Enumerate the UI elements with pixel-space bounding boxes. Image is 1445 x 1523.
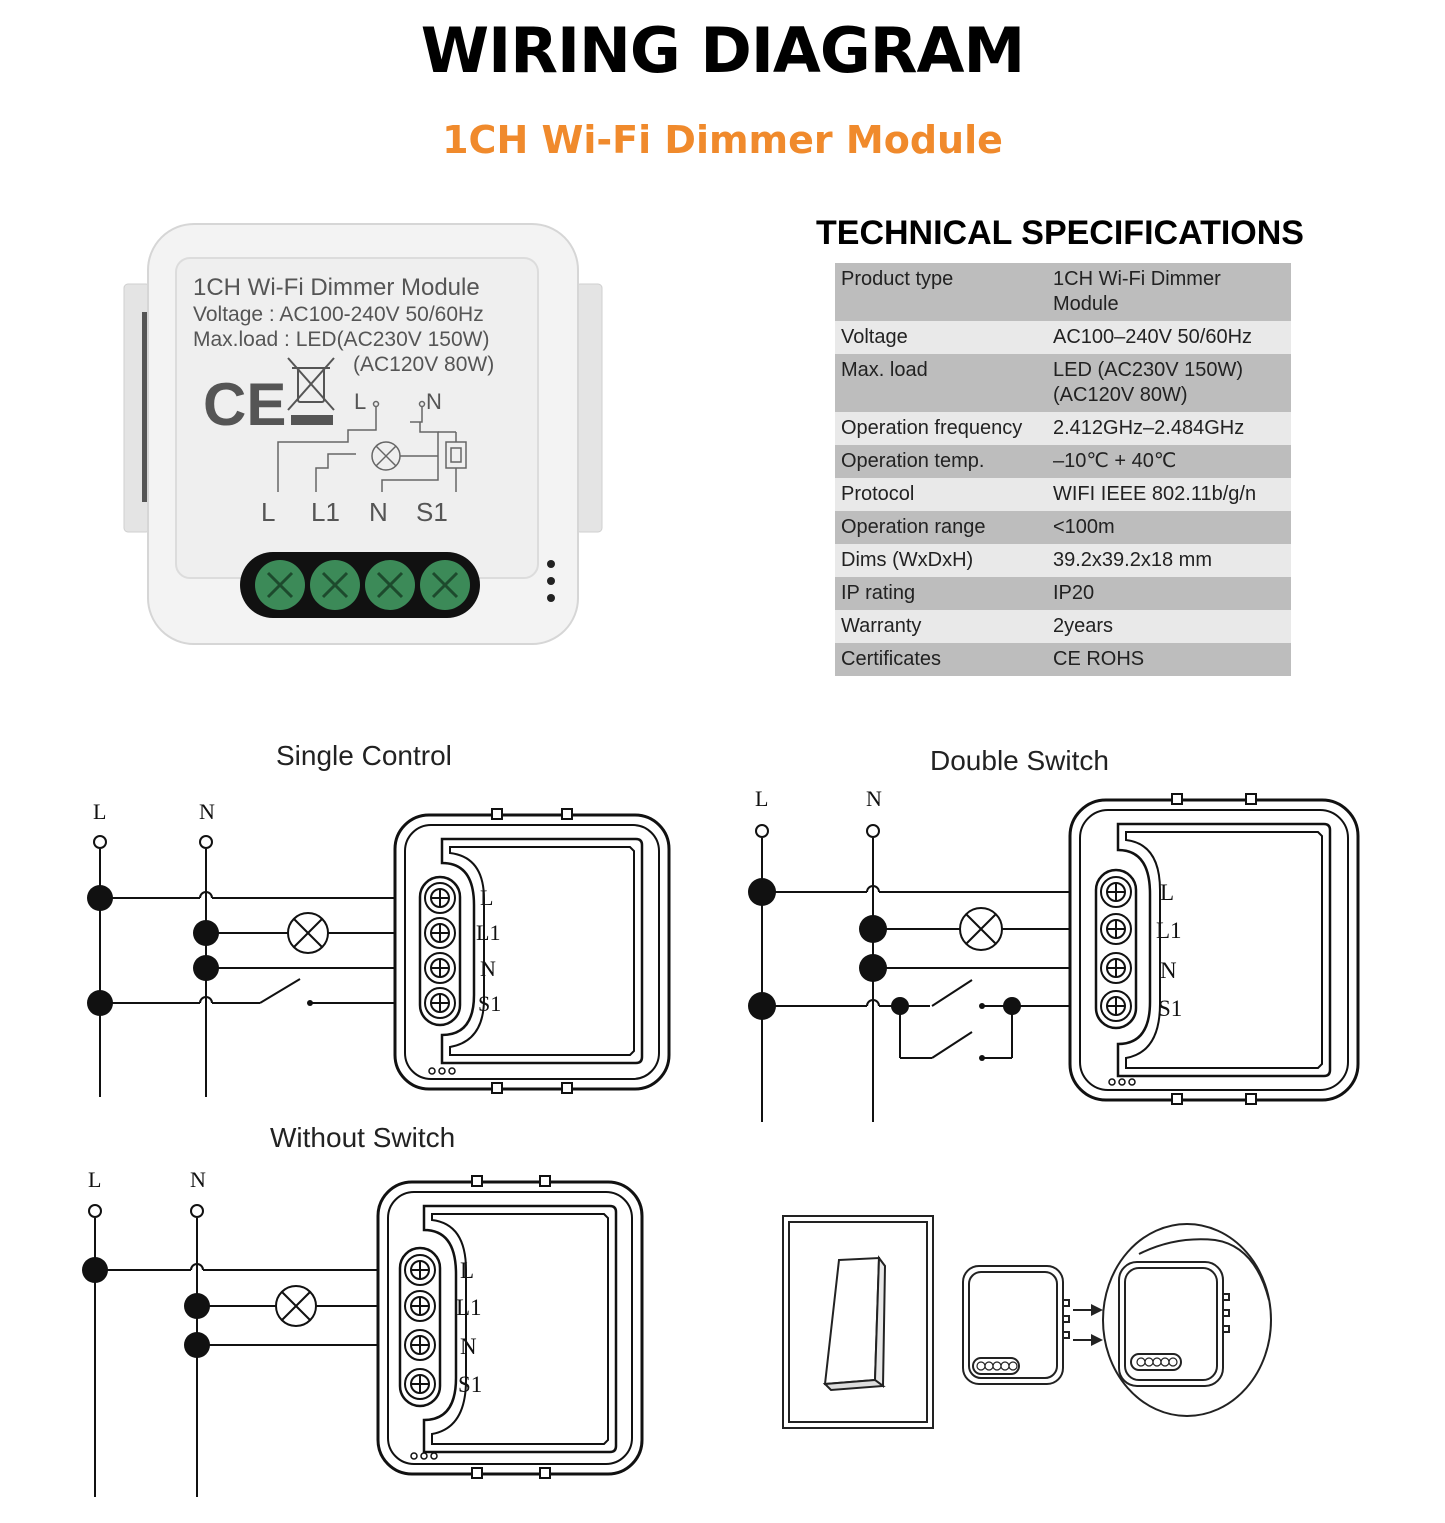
spec-value: WIFI IEEE 802.11b/g/n <box>1047 478 1291 511</box>
line-label-N: N <box>190 1167 206 1192</box>
without-switch-diagram: L N L L1 N S1 <box>82 1167 644 1497</box>
single-control-title: Single Control <box>276 740 452 771</box>
spec-key: Operation temp. <box>835 445 1047 478</box>
spec-value: LED (AC230V 150W) (AC120V 80W) <box>1047 354 1291 412</box>
product-module-illustration: 1CH Wi-Fi Dimmer Module Voltage : AC100-… <box>123 223 603 645</box>
label-line-4: (AC120V 80W) <box>353 353 494 376</box>
terminal-label-L: L <box>480 885 493 910</box>
terminal-label-L: L <box>261 497 275 527</box>
without-switch-title: Without Switch <box>270 1122 456 1153</box>
spec-row: Dims (WxDxH)39.2x39.2x18 mm <box>835 544 1291 577</box>
spec-key: IP rating <box>835 577 1047 610</box>
terminal-label-N: N <box>460 1334 477 1359</box>
junction-dots <box>748 878 1021 1020</box>
terminal-label-S1: S1 <box>416 497 448 527</box>
line-label-L: L <box>88 1167 101 1192</box>
crossed-bin-icon <box>287 357 335 425</box>
label-line-3: Max.load : LED(AC230V 150W) <box>193 328 489 351</box>
single-control-diagram: L N L L1 N S1 <box>87 799 671 1097</box>
spec-key: Protocol <box>835 478 1047 511</box>
label-line-1: 1CH Wi-Fi Dimmer Module <box>193 274 480 301</box>
page-title: WIRING DIAGRAM <box>420 14 1025 87</box>
spec-value: IP20 <box>1047 577 1291 610</box>
led-dots <box>547 560 555 602</box>
spec-value: 2.412GHz–2.484GHz <box>1047 412 1291 445</box>
line-label-L: L <box>93 799 106 824</box>
spec-key: Operation frequency <box>835 412 1047 445</box>
lamp-icon <box>275 1285 317 1327</box>
terminal-label-N: N <box>480 956 496 981</box>
junction-dots <box>87 885 219 1016</box>
terminal-label-L1: L1 <box>476 920 500 945</box>
line-label-N: N <box>199 799 215 824</box>
terminal-screws <box>255 560 470 610</box>
mini-label-N: N <box>426 389 442 414</box>
spec-value: <100m <box>1047 511 1291 544</box>
label-line-2: Voltage : AC100-240V 50/60Hz <box>193 303 484 326</box>
lamp-icon <box>287 912 329 954</box>
ce-mark-icon: CE <box>203 371 286 438</box>
spec-key: Product type <box>835 263 1047 321</box>
spec-heading: TECHNICAL SPECIFICATIONS <box>816 214 1304 252</box>
terminal-label-L1: L1 <box>1156 918 1182 943</box>
side-tab-right <box>575 283 603 533</box>
lamp-icon <box>959 907 1003 951</box>
mini-label-L: L <box>354 389 366 414</box>
terminal-label-L: L <box>1160 880 1174 905</box>
spec-value: 2years <box>1047 610 1291 643</box>
spec-value: 1CH Wi-Fi Dimmer Module <box>1047 263 1291 321</box>
spec-value: –10℃ + 40℃ <box>1047 445 1291 478</box>
double-switch-diagram: L N L L1 N S1 <box>748 786 1360 1122</box>
spec-row: Operation temp.–10℃ + 40℃ <box>835 445 1291 478</box>
insert-arrows <box>1073 1304 1103 1346</box>
terminal-label-L: L <box>460 1258 474 1283</box>
line-label-L: L <box>755 786 768 811</box>
line-label-N: N <box>866 786 882 811</box>
spec-value: CE ROHS <box>1047 643 1291 676</box>
spec-row: Operation range<100m <box>835 511 1291 544</box>
spec-key: Warranty <box>835 610 1047 643</box>
double-switch-title: Double Switch <box>930 745 1109 776</box>
terminal-label-N: N <box>1160 958 1177 983</box>
spec-key: Certificates <box>835 643 1047 676</box>
page-subtitle: 1CH Wi-Fi Dimmer Module <box>442 118 1003 162</box>
terminal-label-S1: S1 <box>478 991 501 1016</box>
terminal-label-L1: L1 <box>311 497 340 527</box>
spec-key: Voltage <box>835 321 1047 354</box>
spec-value: AC100–240V 50/60Hz <box>1047 321 1291 354</box>
spec-key: Operation range <box>835 511 1047 544</box>
terminal-label-S1: S1 <box>458 1372 482 1397</box>
terminal-label-S1: S1 <box>1158 996 1182 1021</box>
junction-dots <box>82 1257 210 1358</box>
terminal-label-N: N <box>369 497 388 527</box>
terminal-label-L1: L1 <box>456 1295 482 1320</box>
spec-value: 39.2x39.2x18 mm <box>1047 544 1291 577</box>
mini-schematic <box>277 400 467 492</box>
installation-illustration <box>782 1215 1272 1429</box>
spec-key: Dims (WxDxH) <box>835 544 1047 577</box>
spec-key: Max. load <box>835 354 1047 412</box>
